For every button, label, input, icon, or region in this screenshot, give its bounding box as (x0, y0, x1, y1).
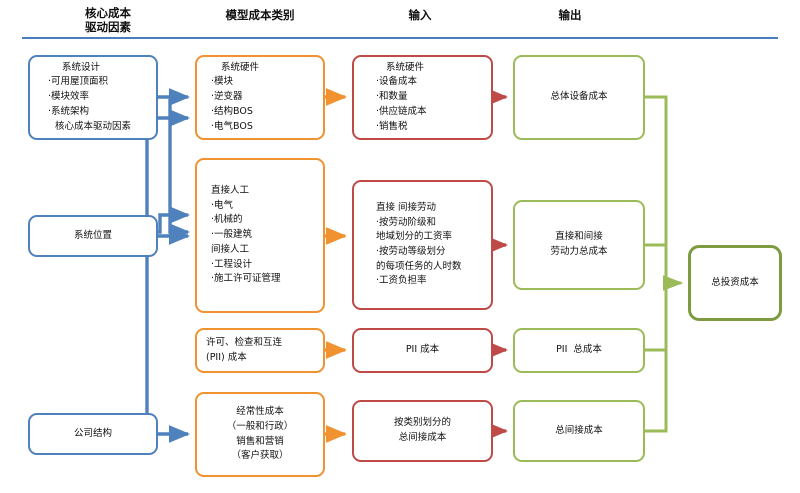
driver-company-structure[interactable]: 公司结构 (28, 413, 158, 455)
output-total-labor-cost-title: 直接和间接 (555, 231, 603, 243)
category-direct-labor-line-0: ·电气 (211, 199, 234, 211)
driver-system-design-title: 系统设计 (62, 61, 101, 73)
category-direct-labor-line-4: ·工程设计 (211, 258, 253, 270)
output-pii-total-cost-title: PII 总成本 (556, 344, 602, 356)
input-overhead-by-category-title: 按类别划分的 (393, 417, 451, 429)
input-system-hardware-line-2: ·供应链成本 (376, 105, 427, 117)
category-overhead-sales-line-1: 销售和营销 (236, 435, 284, 447)
input-system-hardware-title: 系统硬件 (386, 61, 425, 73)
final-total-investment-cost[interactable]: 总投资成本 (688, 245, 782, 321)
output-total-equipment-cost-title: 总体设备成本 (550, 91, 608, 103)
input-direct-indirect-labor[interactable]: 直接 间接劳动 ·按劳动阶级和 地域划分的工资率 ·按劳动等级划分 的每项任务的… (352, 180, 493, 310)
input-direct-indirect-labor-line-0: ·按劳动阶级和 (376, 216, 437, 228)
input-pii-cost-title: PII 成本 (405, 344, 440, 356)
input-direct-indirect-labor-line-4: ·工资负担率 (376, 275, 427, 287)
category-direct-labor-line-2: ·一般建筑 (211, 229, 253, 241)
category-overhead-sales-title: 经常性成本 (236, 406, 284, 418)
blue-connectors (145, 88, 191, 443)
input-direct-indirect-labor-title: 直接 间接劳动 (376, 201, 437, 213)
category-pii-cost-title: 许可、检查和互连 (206, 336, 283, 348)
category-system-hardware-title: 系统硬件 (221, 61, 260, 73)
input-overhead-by-category-line-0: 总间接成本 (398, 432, 447, 443)
driver-system-design-line-3: 核心成本驱动因素 (54, 120, 131, 132)
output-pii-total-cost[interactable]: PII 总成本 (513, 328, 645, 373)
category-direct-labor-line-5: ·施工许可证管理 (211, 273, 281, 285)
header-inputs: 输入 (408, 8, 432, 22)
green-connectors (645, 95, 684, 433)
header-divider-line (22, 37, 778, 39)
category-system-hardware-line-3: ·电气BOS (211, 120, 253, 132)
output-total-equipment-cost[interactable]: 总体设备成本 (513, 55, 645, 140)
driver-system-design[interactable]: 系统设计 ·可用屋顶面积 ·模块效率 ·系统架构 核心成本驱动因素 (28, 55, 158, 140)
input-system-hardware-line-3: ·销售税 (376, 120, 408, 132)
driver-system-location[interactable]: 系统位置 (28, 215, 158, 257)
category-system-hardware[interactable]: 系统硬件 ·模块 ·逆变器 ·结构BOS ·电气BOS (195, 55, 325, 140)
input-direct-indirect-labor-line-1: 地域划分的工资率 (376, 231, 453, 243)
header-outputs: 输出 (558, 8, 582, 22)
red-connectors (486, 88, 509, 440)
orange-connectors (325, 88, 348, 443)
output-total-indirect-cost-title: 总间接成本 (555, 424, 603, 436)
header-core-cost-drivers: 核心成本 驱动因素 (85, 6, 131, 35)
driver-system-design-line-1: ·模块效率 (48, 91, 90, 103)
category-direct-labor-title: 直接人工 (211, 184, 250, 196)
driver-system-location-title: 系统位置 (73, 229, 112, 241)
category-overhead-sales[interactable]: 经常性成本 （一般和行政） 销售和营销 （客户获取） (195, 392, 325, 477)
category-overhead-sales-line-2: （客户获取） (231, 450, 289, 462)
category-direct-labor-line-3: 间接人工 (211, 243, 250, 255)
category-system-hardware-line-0: ·模块 (211, 76, 234, 88)
category-direct-labor[interactable]: 直接人工 ·电气 ·机械的 ·一般建筑 间接人工 ·工程设计 ·施工许可证管理 (195, 158, 325, 313)
input-system-hardware-line-1: ·和数量 (376, 91, 408, 103)
input-overhead-by-category[interactable]: 按类别划分的 总间接成本 (352, 400, 493, 462)
output-total-labor-cost-line-0: 劳动力总成本 (550, 246, 608, 257)
input-direct-indirect-labor-line-2: ·按劳动等级划分 (376, 246, 446, 257)
output-total-indirect-cost[interactable]: 总间接成本 (513, 400, 645, 462)
category-system-hardware-line-1: ·逆变器 (211, 91, 243, 103)
driver-company-structure-title: 公司结构 (73, 427, 112, 439)
category-pii-cost-line-0: (PII) 成本 (206, 351, 247, 363)
driver-system-design-line-0: ·可用屋顶面积 (48, 76, 109, 88)
input-system-hardware[interactable]: 系统硬件 ·设备成本 ·和数量 ·供应链成本 ·销售税 (352, 55, 493, 140)
final-total-investment-cost-title: 总投资成本 (711, 276, 759, 288)
header-model-cost-categories: 模型成本类别 (225, 8, 295, 22)
input-direct-indirect-labor-line-3: 的每项任务的人时数 (376, 260, 462, 272)
driver-system-design-line-2: ·系统架构 (48, 105, 90, 117)
category-overhead-sales-line-0: （一般和行政） (226, 420, 294, 432)
category-pii-cost[interactable]: 许可、检查和互连 (PII) 成本 (195, 328, 325, 373)
input-system-hardware-line-0: ·设备成本 (376, 76, 418, 88)
output-total-labor-cost[interactable]: 直接和间接 劳动力总成本 (513, 200, 645, 290)
input-pii-cost[interactable]: PII 成本 (352, 328, 493, 373)
category-system-hardware-line-2: ·结构BOS (211, 105, 253, 117)
category-direct-labor-line-1: ·机械的 (211, 214, 243, 226)
